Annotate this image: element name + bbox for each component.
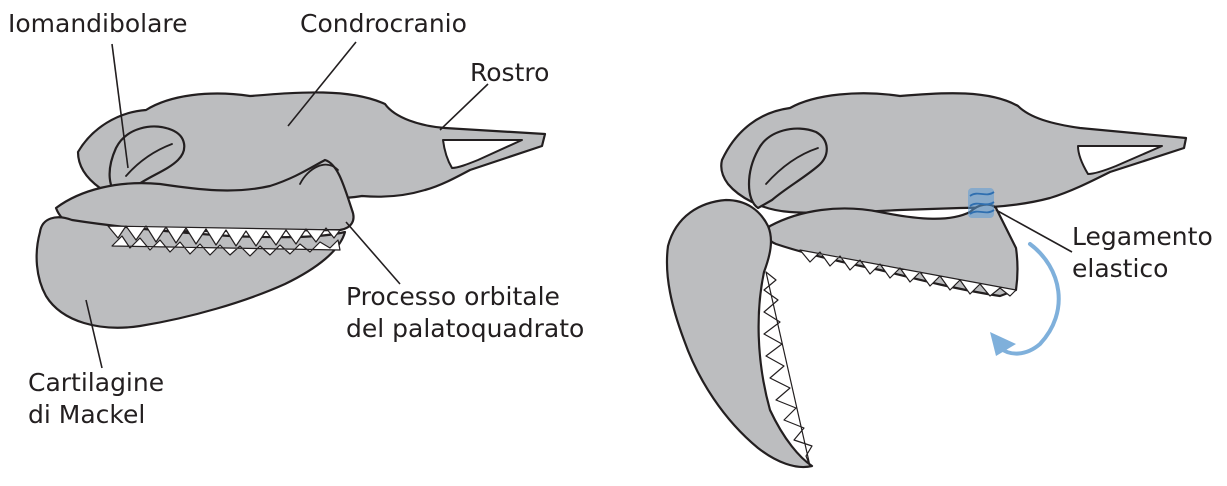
label-legamento-line2: elastico (1072, 254, 1168, 284)
label-condrocranio: Condrocranio (300, 9, 467, 39)
label-processo-line2: del palatoquadrato (346, 314, 584, 344)
label-cartilagine-line2: di Mackel (28, 400, 145, 430)
elastic-ligament (968, 188, 994, 218)
label-rostro: Rostro (470, 58, 549, 88)
label-processo-line1: Processo orbitale (346, 282, 560, 312)
leader-processo (346, 222, 400, 284)
label-iomandibolare: Iomandibolare (8, 9, 188, 39)
leader-rostro (440, 84, 488, 130)
label-cartilagine-line1: Cartilagine (28, 368, 164, 398)
label-legamento-line1: Legamento (1072, 222, 1213, 252)
